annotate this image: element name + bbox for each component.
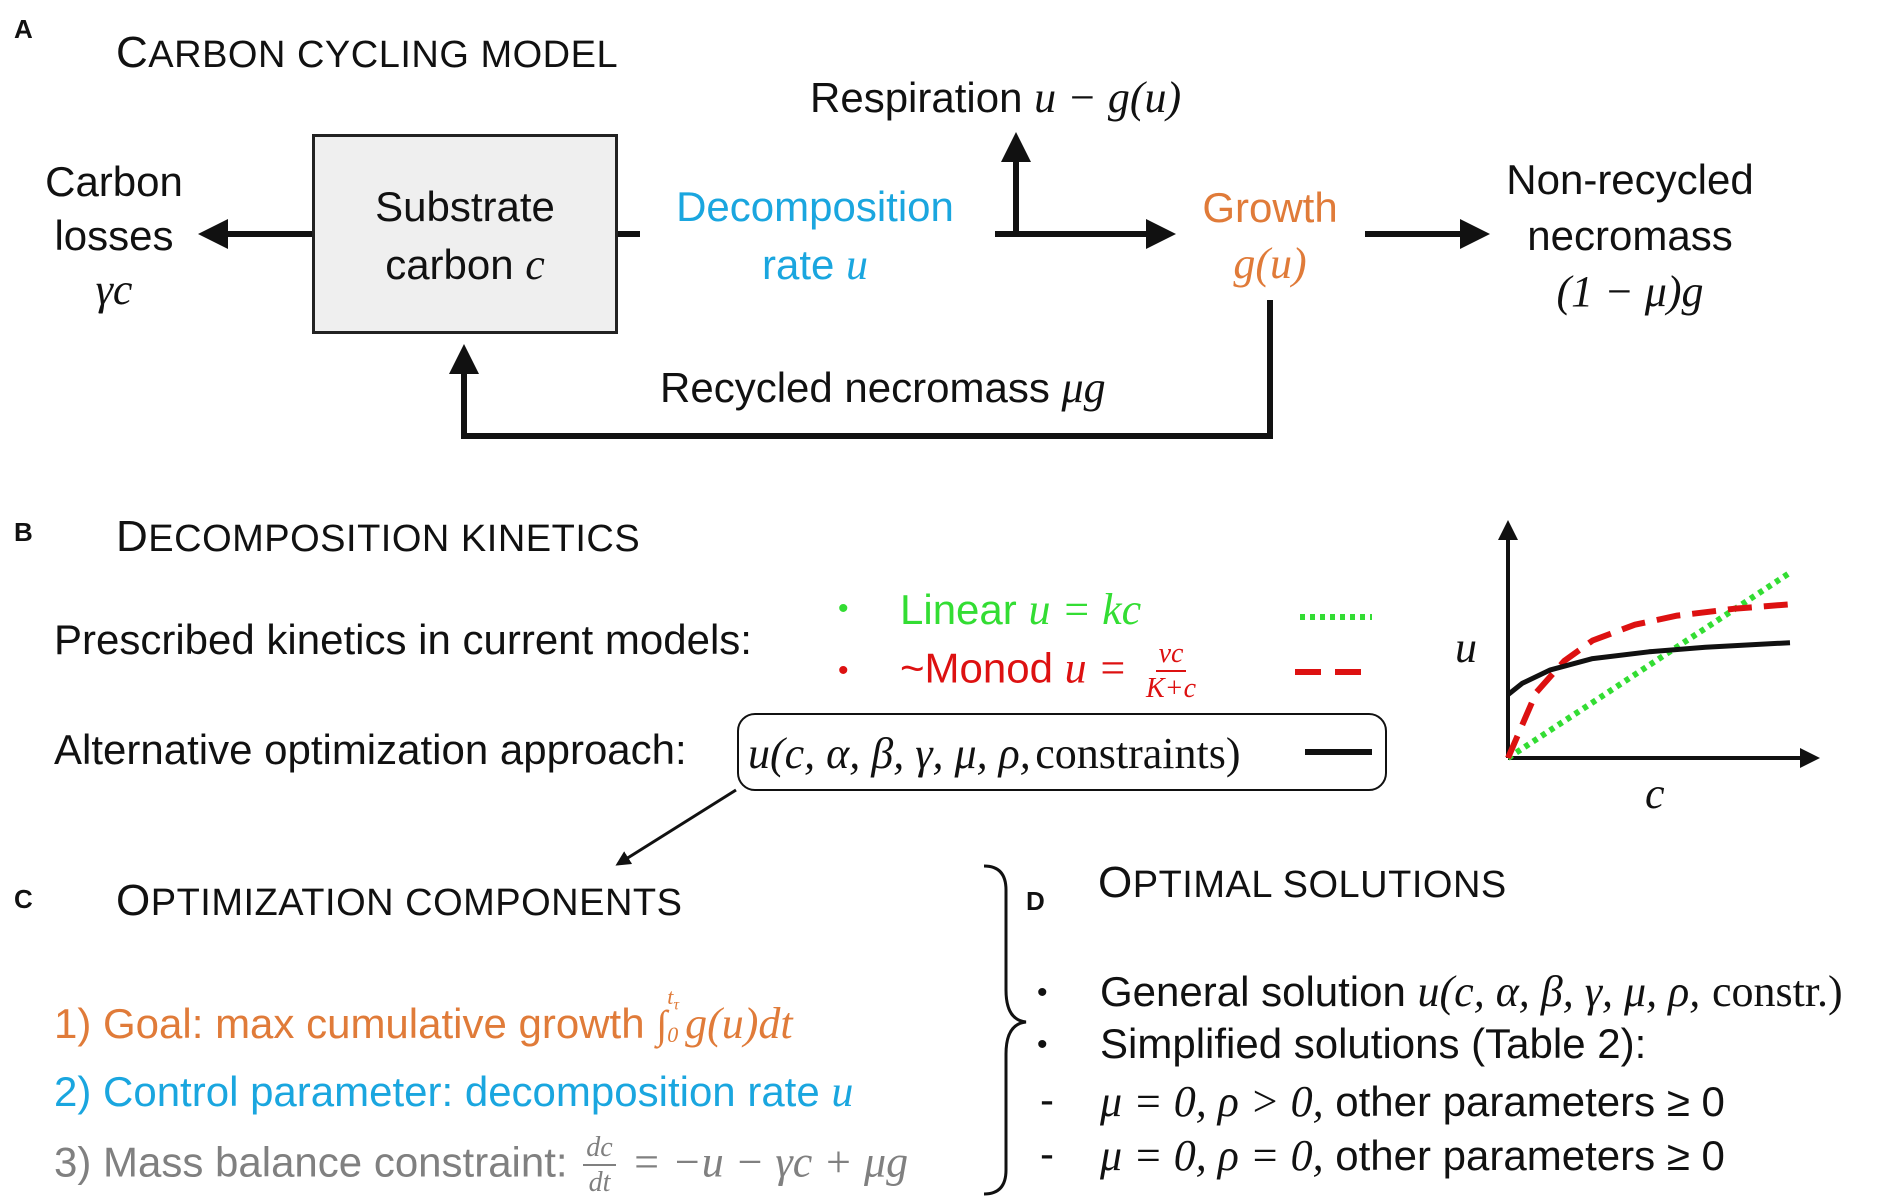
panel-brace [983,864,1027,1196]
panel-b-label: B [14,517,33,547]
simplified-solutions: Simplified solutions (Table 2): [1100,1020,1647,1067]
mass-balance-component: 3) Mass balance constraint: dc dt = −u −… [54,1132,909,1198]
monod-label: ~Monod u = vc K+c [900,640,1203,703]
prescribed-kinetics-label: Prescribed kinetics in current models: [54,616,752,663]
mass-balance-fraction: dc dt [583,1134,616,1197]
carbon-losses-label: Carbon losses γc [45,158,183,314]
plot-series-optimization [1506,640,1791,697]
linear-bullet: • [838,592,849,625]
panel-c-title: OPTIMIZATION COMPONENTS [116,876,683,925]
decomposition-rate-label: Decomposition rate u [676,183,954,289]
case1-dash: - [1040,1076,1054,1123]
simplified-case-2: μ = 0, ρ = 0, other parameters ≥ 0 [1100,1131,1725,1180]
general-solution-bullet: • [1037,976,1048,1009]
optimization-formula-box [737,713,1387,791]
growth-label: Growth g(u) [1202,184,1338,288]
panel-b-title: DECOMPOSITION KINETICS [116,512,641,561]
panel-c-label: C [14,884,33,914]
case2-dash: - [1040,1130,1054,1177]
plot-series-monod [1505,601,1791,760]
simplified-solutions-bullet: • [1037,1028,1048,1061]
panel-a-label: A [14,14,33,44]
control-component: 2) Control parameter: decomposition rate… [54,1067,854,1116]
substrate-carbon-box [312,134,618,334]
linear-label: Linear u = kc [900,585,1142,634]
non-recycled-necromass-label: Non-recycled necromass (1 − μ)g [1506,156,1754,316]
recycled-necromass-loop [449,300,1273,439]
respiration-label: Respiration u − g(u) [810,73,1182,122]
simplified-case-1: μ = 0, ρ > 0, other parameters ≥ 0 [1100,1077,1725,1126]
alternative-approach-label: Alternative optimization approach: [54,726,687,773]
arrow-to-optimization-components [615,788,737,866]
recycled-necromass-label: Recycled necromass μg [660,363,1106,412]
optimization-formula: u(c, α, β, γ, μ, ρ, constraints) [748,729,1241,778]
monod-bullet: • [838,654,849,687]
panel-d-label: D [1026,886,1045,916]
substrate-carbon-label: Substrate carbon c [375,183,555,289]
panel-d-title: OPTIMAL SOLUTIONS [1098,858,1507,907]
plot-x-axis-label: c [1645,769,1665,818]
general-solution: General solution u(c, α, β, γ, μ, ρ, con… [1100,967,1843,1016]
plot-y-axis-label: u [1455,623,1477,672]
monod-fraction: vc K+c [1146,638,1196,704]
panel-a-title: CARBON CYCLING MODEL [116,28,619,77]
integral-sign: ∫ [656,1002,668,1047]
kinetics-plot [1498,520,1820,768]
plot-series-linear [1506,570,1792,761]
